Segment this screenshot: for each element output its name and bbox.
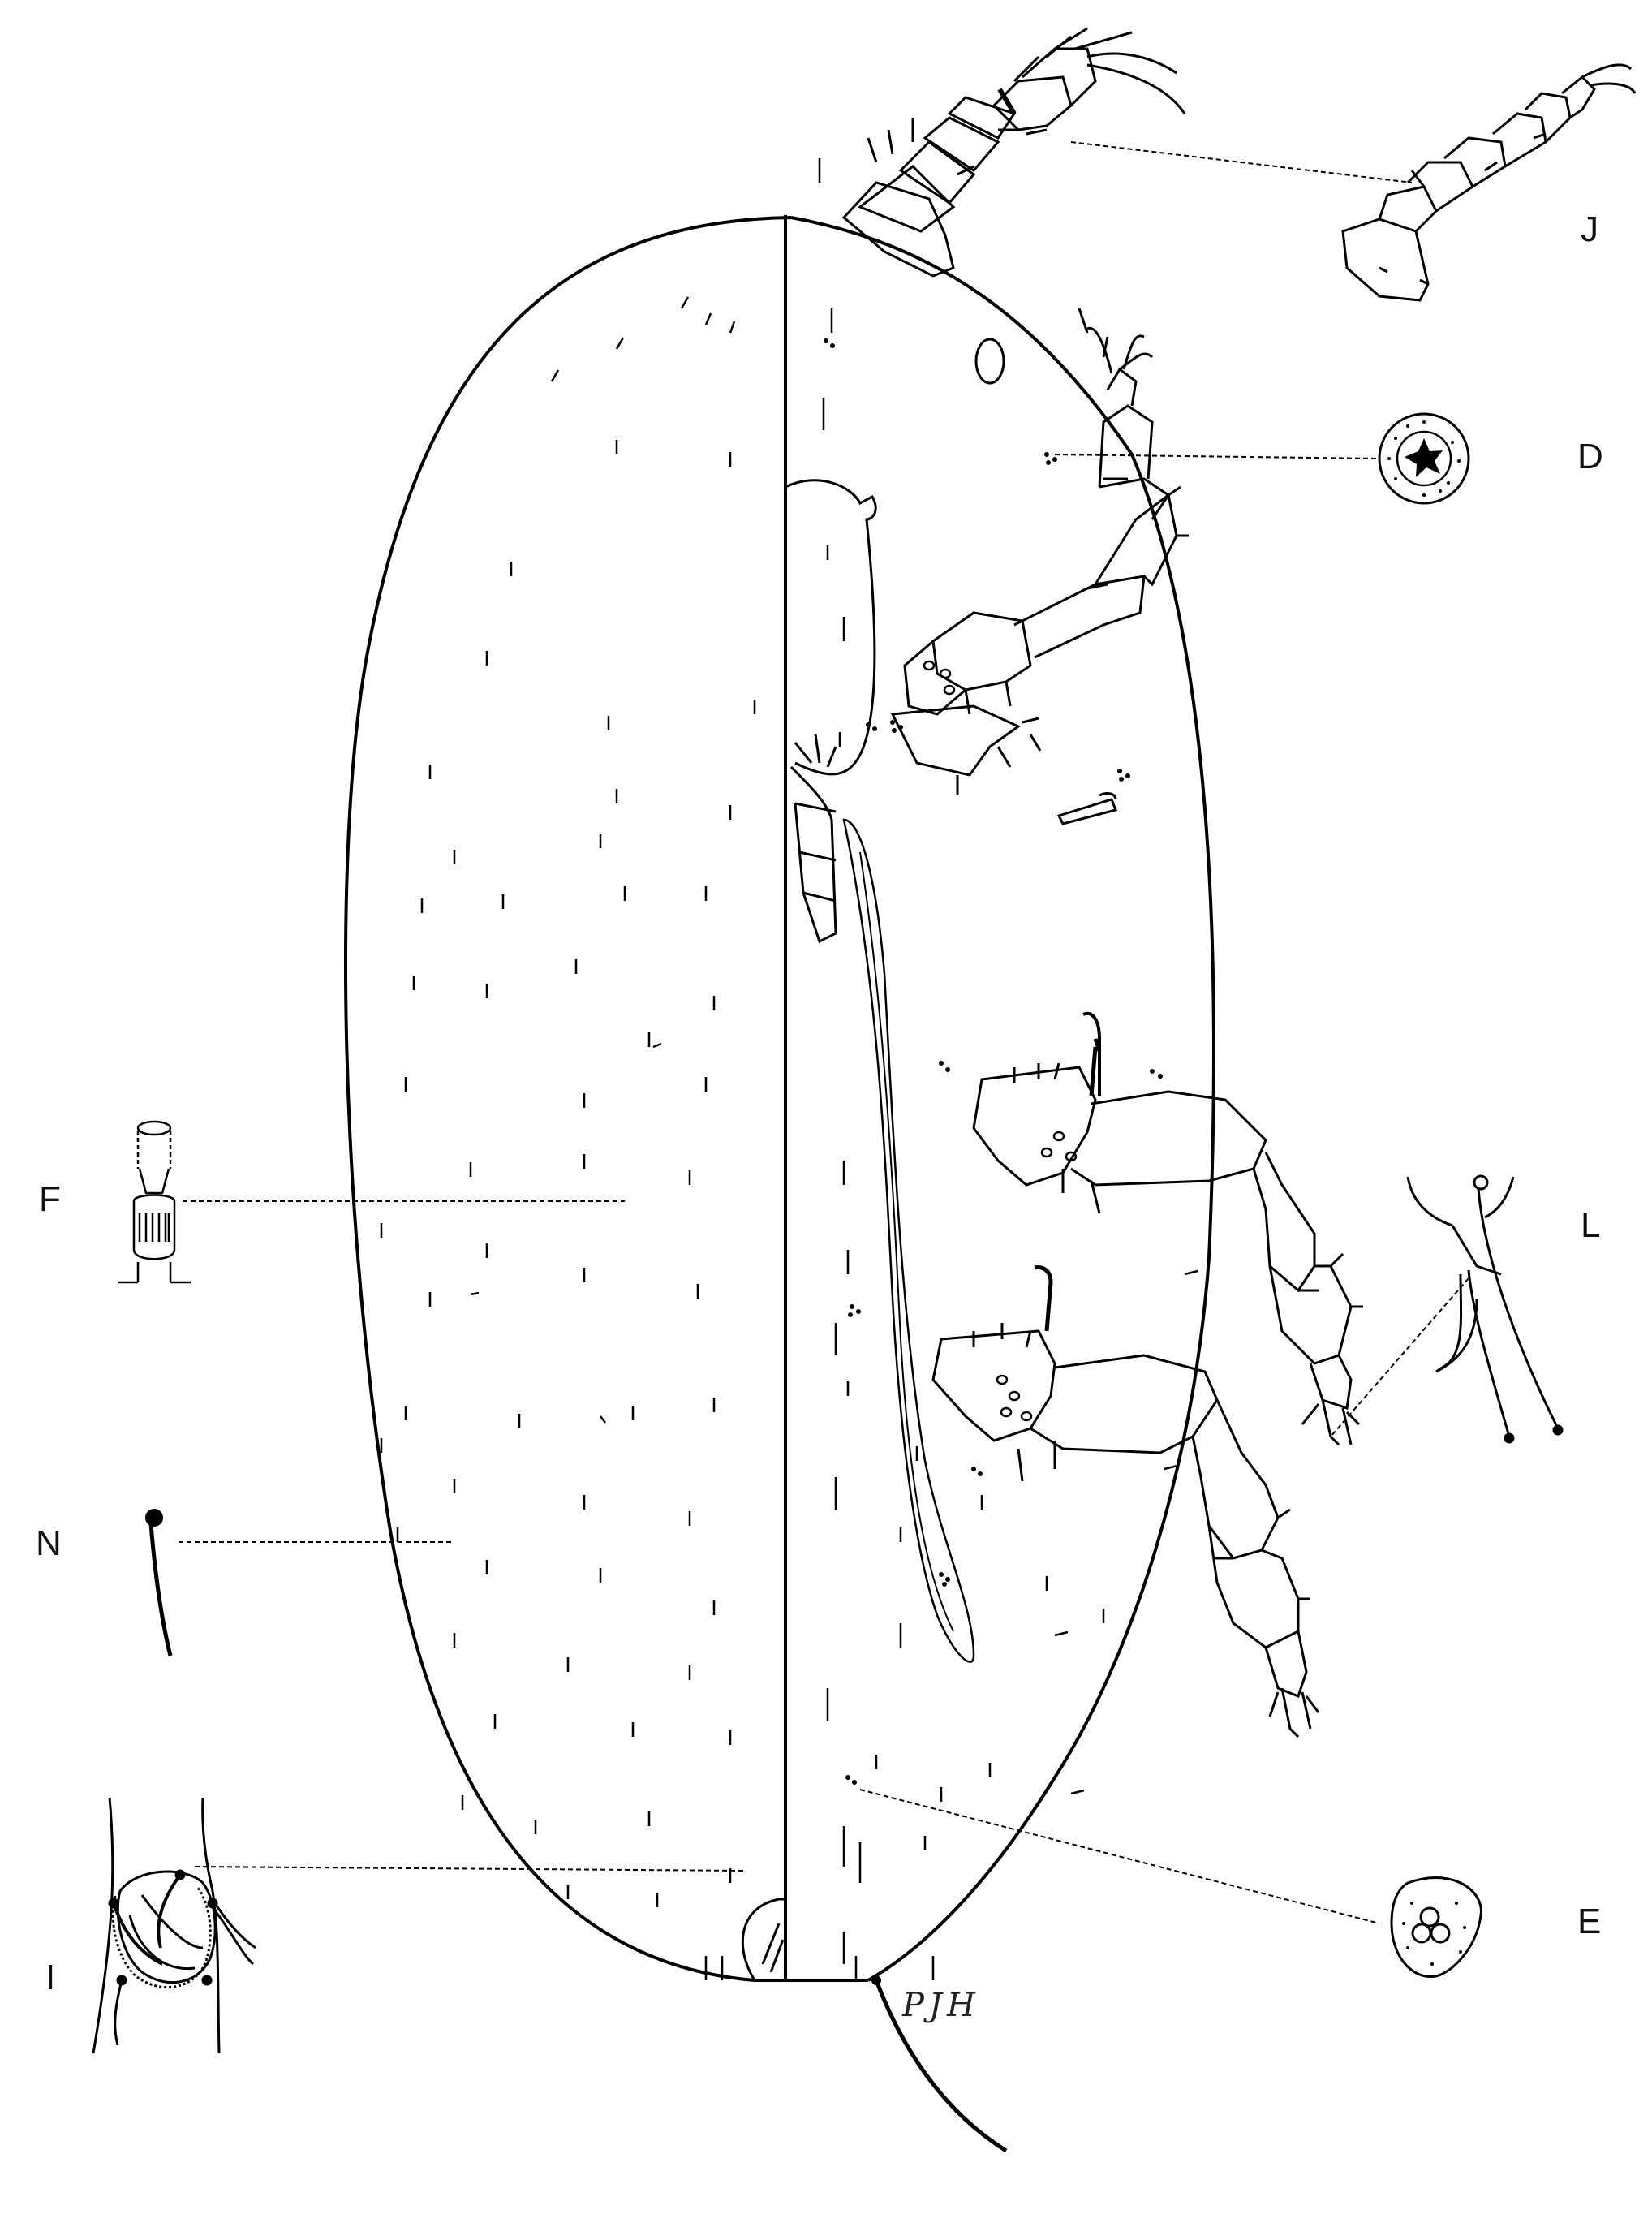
mouthparts xyxy=(785,479,877,944)
spiracle-anterior xyxy=(1056,792,1118,825)
pore-dots xyxy=(824,338,1163,1785)
artist-initials: PJH xyxy=(902,1987,980,2024)
ventral-tube xyxy=(842,818,975,1663)
inset-i-anal-detail xyxy=(92,1797,256,2054)
ventral-tube-inner xyxy=(859,851,954,1632)
ventral-setae xyxy=(704,158,1198,1980)
foreleg-pores xyxy=(923,660,956,696)
inset-j-antenna-detail xyxy=(1341,63,1637,302)
inset-e-pore-detail xyxy=(1390,1876,1482,1979)
panel-label-n: N xyxy=(36,1523,62,1563)
panel-label-i: I xyxy=(45,1958,56,1997)
middle-leg-pores xyxy=(1040,1131,1078,1162)
panel-label-l: L xyxy=(1581,1205,1601,1245)
panel-label-f: F xyxy=(39,1179,61,1219)
panel-label-e: E xyxy=(1577,1902,1602,1941)
panel-label-d: D xyxy=(1577,437,1603,476)
foreleg xyxy=(890,308,1189,795)
eye xyxy=(974,338,1005,385)
antenna xyxy=(841,27,1186,278)
leader-lines xyxy=(179,141,1469,1924)
apical-seta xyxy=(874,1979,1008,2153)
inset-n-seta-detail xyxy=(145,1509,173,1656)
panel-label-j: J xyxy=(1581,209,1598,249)
middle-leg xyxy=(972,1038,1363,1446)
anal-lobe xyxy=(741,1898,785,1981)
hind-leg xyxy=(931,1265,1320,1738)
inset-l-claw-detail xyxy=(1406,1174,1564,1444)
middle-leg-claw xyxy=(1082,1011,1101,1096)
inset-f-duct-detail xyxy=(118,1120,191,1284)
inset-d-pore-detail xyxy=(1378,412,1470,505)
hind-leg-pores xyxy=(996,1374,1033,1422)
apical-seta-base xyxy=(871,1975,881,1985)
dorsal-setae xyxy=(380,296,756,1907)
body-outline xyxy=(344,216,1215,1982)
